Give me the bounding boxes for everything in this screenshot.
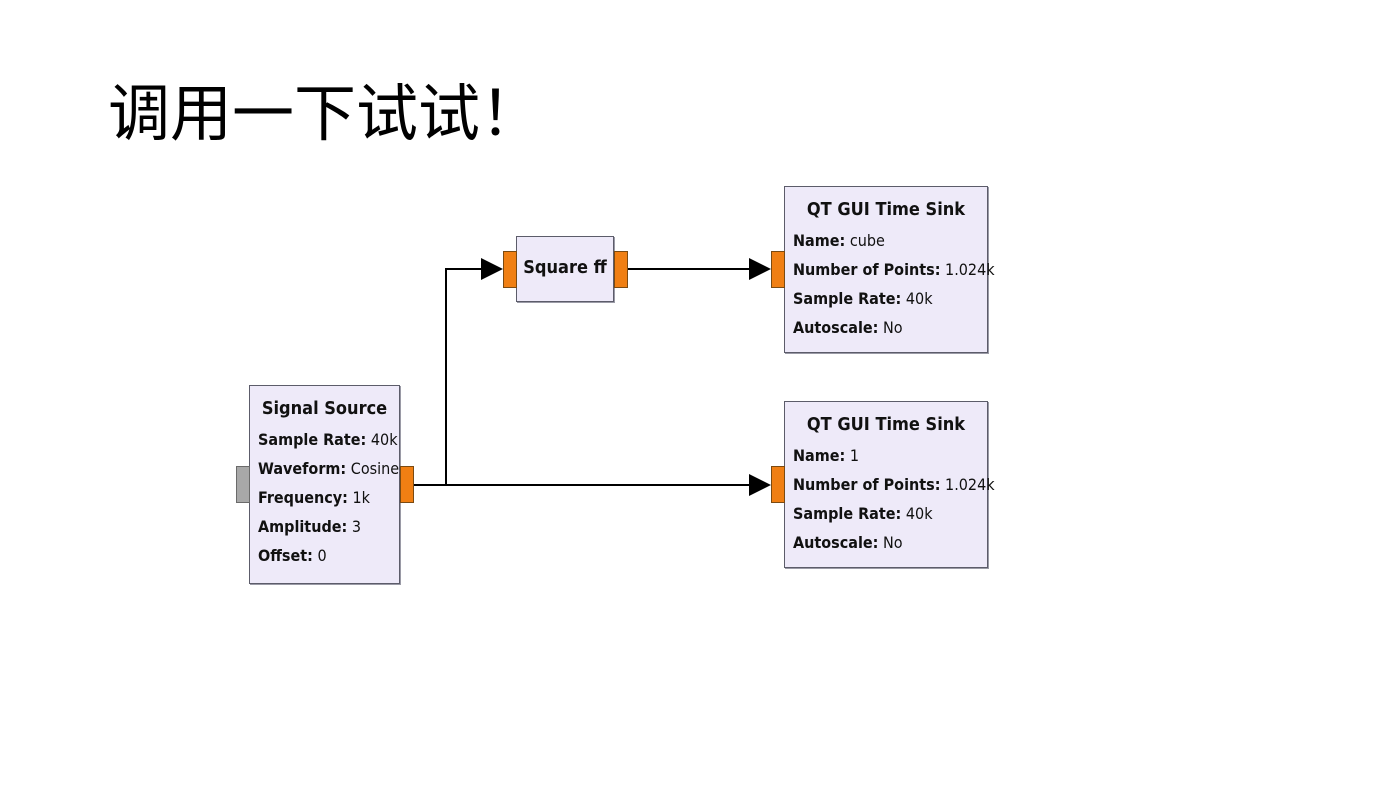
param-list: Sample Rate: 40k Waveform: Cosine Freque…: [250, 425, 399, 570]
param-value: 1k: [352, 488, 371, 507]
square-ff-block[interactable]: Square ff: [516, 236, 614, 302]
param-key: Amplitude:: [258, 517, 348, 536]
param-sample-rate: Sample Rate: 40k: [793, 284, 987, 313]
param-offset: Offset: 0: [258, 541, 399, 570]
param-autoscale: Autoscale: No: [793, 313, 987, 342]
param-value: 1.024k: [945, 475, 995, 494]
param-waveform: Waveform: Cosine: [258, 454, 399, 483]
square-input-arrow: [481, 258, 503, 280]
param-sample-rate: Sample Rate: 40k: [793, 499, 987, 528]
slide-title: 调用一下试试！: [108, 77, 543, 150]
block-title: QT GUI Time Sink: [806, 199, 966, 220]
param-key: Sample Rate:: [793, 504, 902, 523]
param-value: 3: [351, 517, 361, 536]
param-amplitude: Amplitude: 3: [258, 512, 399, 541]
param-key: Sample Rate:: [258, 430, 367, 449]
param-value: 40k: [370, 430, 398, 449]
param-key: Autoscale:: [793, 318, 879, 337]
signal-source-output-port[interactable]: [400, 466, 414, 503]
param-key: Offset:: [258, 546, 313, 565]
param-key: Name:: [793, 446, 846, 465]
param-key: Waveform:: [258, 459, 347, 478]
param-value: 1.024k: [945, 260, 995, 279]
signal-source-input-port[interactable]: [236, 466, 250, 503]
param-list: Name: cube Number of Points: 1.024k Samp…: [785, 226, 995, 342]
param-number-of-points: Number of Points: 1.024k: [793, 470, 995, 499]
param-number-of-points: Number of Points: 1.024k: [793, 255, 995, 284]
time-sink-cube-input-port[interactable]: [771, 251, 785, 288]
square-input-port[interactable]: [503, 251, 517, 288]
time-sink-1-input-port[interactable]: [771, 466, 785, 503]
param-value: 1: [849, 446, 860, 465]
block-title: QT GUI Time Sink: [806, 414, 966, 435]
square-output-port[interactable]: [614, 251, 628, 288]
param-key: Sample Rate:: [793, 289, 902, 308]
time-sink-cube-block[interactable]: QT GUI Time Sink Name: cube Number of Po…: [784, 186, 995, 353]
time-sink-1-block[interactable]: QT GUI Time Sink Name: 1 Number of Point…: [784, 401, 995, 568]
param-value: No: [883, 318, 903, 337]
param-list: Name: 1 Number of Points: 1.024k Sample …: [785, 441, 995, 557]
param-key: Number of Points:: [793, 475, 941, 494]
param-key: Number of Points:: [793, 260, 941, 279]
param-value: No: [883, 533, 903, 552]
param-key: Name:: [793, 231, 846, 250]
param-value: cube: [849, 231, 885, 250]
param-value: 0: [317, 546, 327, 565]
param-value: 40k: [905, 504, 933, 523]
param-value: 40k: [905, 289, 933, 308]
param-value: Cosine: [350, 459, 400, 478]
signal-source-block[interactable]: Signal Source Sample Rate: 40k Waveform:…: [249, 385, 400, 584]
wire-source-to-square[interactable]: [413, 268, 482, 486]
param-key: Frequency:: [258, 488, 348, 507]
param-name: Name: cube: [793, 226, 987, 255]
time-sink-1-input-arrow: [749, 474, 771, 496]
param-autoscale: Autoscale: No: [793, 528, 987, 557]
param-key: Autoscale:: [793, 533, 879, 552]
block-title: Signal Source: [261, 398, 388, 419]
param-frequency: Frequency: 1k: [258, 483, 399, 512]
param-sample-rate: Sample Rate: 40k: [258, 425, 399, 454]
block-title: Square ff: [523, 257, 607, 278]
param-name: Name: 1: [793, 441, 987, 470]
time-sink-cube-input-arrow: [749, 258, 771, 280]
